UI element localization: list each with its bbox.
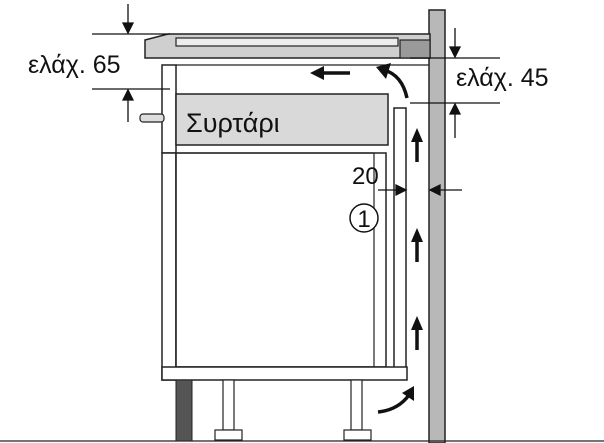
plinth bbox=[175, 379, 193, 442]
legs bbox=[214, 379, 372, 441]
drawer bbox=[175, 93, 389, 146]
airflow-arrows bbox=[310, 63, 423, 414]
cabinet bbox=[161, 64, 429, 381]
dimension-min-65 bbox=[92, 4, 170, 122]
callout-circle bbox=[349, 203, 379, 233]
label-min-45: ελάχ. 45 bbox=[456, 64, 549, 92]
drawer-handle bbox=[139, 113, 165, 123]
dimension-min-45 bbox=[410, 28, 500, 138]
drawer-label: Συρτάρι bbox=[186, 108, 280, 138]
wall bbox=[428, 9, 446, 443]
hob bbox=[144, 33, 431, 59]
label-gap-20: 20 bbox=[352, 163, 379, 190]
dimension-gap-20 bbox=[378, 183, 462, 197]
callout-label: 1 bbox=[357, 206, 370, 233]
label-min-65: ελάχ. 65 bbox=[28, 51, 121, 79]
